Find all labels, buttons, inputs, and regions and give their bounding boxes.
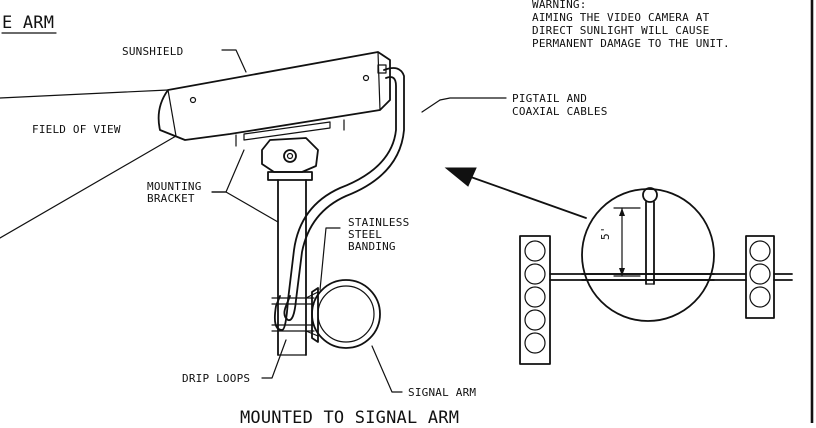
warning-line-1: AIMING THE VIDEO CAMERA AT [532, 11, 710, 24]
stainless-label-line-3: BANDING [348, 240, 396, 253]
warning-note: WARNING: AIMING THE VIDEO CAMERA AT DIRE… [532, 0, 730, 50]
drip-loops-label: DRIP LOOPS [182, 372, 250, 385]
stainless-label-line-1: STAINLESS [348, 216, 409, 229]
camera-housing [157, 51, 391, 147]
right-signal-head [745, 235, 775, 319]
mounting-bracket [261, 137, 319, 181]
mounting-bracket-label-line-2: BRACKET [147, 192, 195, 205]
height-dimension-label: 5' [599, 226, 612, 240]
signal-arm-label: SIGNAL ARM [408, 386, 476, 399]
left-signal-head [519, 235, 551, 365]
pigtail-coaxial-cable [273, 67, 441, 331]
pigtail-label-line-1: PIGTAIL AND [512, 92, 587, 105]
section-title: E ARM [2, 13, 54, 33]
pointer-arrow [444, 167, 587, 219]
overview-signal-arm: 5' [519, 187, 793, 365]
sunshield-label: SUNSHIELD [122, 45, 183, 58]
warning-line-3: PERMANENT DAMAGE TO THE UNIT. [532, 37, 730, 50]
field-of-view-label: FIELD OF VIEW [32, 123, 121, 136]
mounting-bracket-label-line-1: MOUNTING [147, 180, 202, 193]
pigtail-label-line-2: COAXIAL CABLES [512, 105, 608, 118]
leader-lines [211, 49, 507, 393]
bottom-title: MOUNTED TO SIGNAL ARM [240, 408, 459, 423]
stainless-label-line-2: STEEL [348, 228, 382, 241]
field-of-view-rays [0, 89, 177, 239]
warning-line-2: DIRECT SUNLIGHT WILL CAUSE [532, 24, 709, 37]
warning-heading: WARNING: [532, 0, 587, 11]
detail-circle [581, 188, 715, 322]
signal-arm-section [305, 279, 381, 349]
